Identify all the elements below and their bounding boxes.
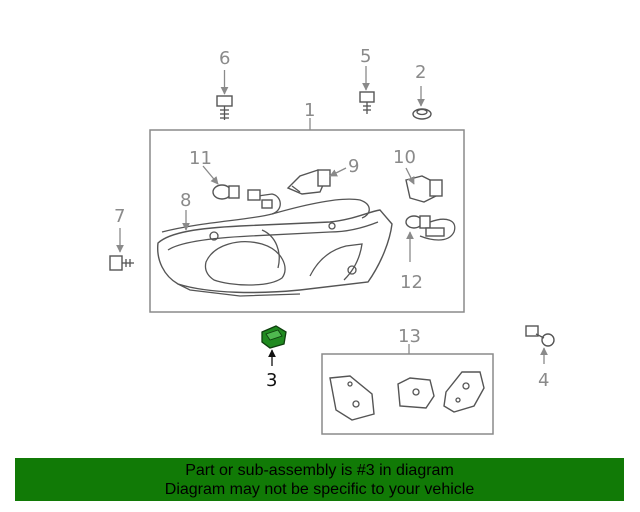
callout-10: 10 bbox=[393, 147, 416, 168]
callout-5: 5 bbox=[360, 46, 371, 67]
highlighted-part-3 bbox=[261, 325, 287, 349]
bracket-middle bbox=[397, 377, 435, 409]
headlamp-housing bbox=[157, 209, 393, 297]
callout-13: 13 bbox=[398, 326, 421, 347]
callout-7: 7 bbox=[114, 206, 125, 227]
bracket-left bbox=[329, 375, 375, 421]
info-banner: Part or sub-assembly is #3 in diagram Di… bbox=[15, 458, 624, 501]
wiring-harness bbox=[161, 189, 456, 241]
banner-line-1: Part or sub-assembly is #3 in diagram bbox=[185, 461, 454, 479]
bolt-6 bbox=[216, 95, 233, 120]
callout-12: 12 bbox=[400, 272, 423, 293]
bulb-11 bbox=[212, 184, 240, 200]
screw-5 bbox=[359, 91, 375, 114]
bracket-right bbox=[443, 371, 485, 413]
callout-9: 9 bbox=[348, 156, 359, 177]
callout-6: 6 bbox=[219, 48, 230, 69]
callout-3: 3 bbox=[266, 370, 277, 391]
parts-diagram: 1 8 11 9 10 bbox=[109, 46, 555, 435]
clip-2 bbox=[412, 108, 432, 120]
bulb-12 bbox=[405, 215, 445, 237]
bolt-7 bbox=[109, 255, 134, 271]
callout-4: 4 bbox=[538, 370, 549, 391]
callout-2: 2 bbox=[415, 62, 426, 83]
bulb-9 bbox=[286, 169, 331, 195]
callout-11: 11 bbox=[189, 148, 212, 169]
banner-line-2: Diagram may not be specific to your vehi… bbox=[164, 480, 475, 498]
callout-1: 1 bbox=[304, 100, 315, 121]
bolt-4 bbox=[525, 325, 555, 347]
callout-8: 8 bbox=[180, 190, 191, 211]
